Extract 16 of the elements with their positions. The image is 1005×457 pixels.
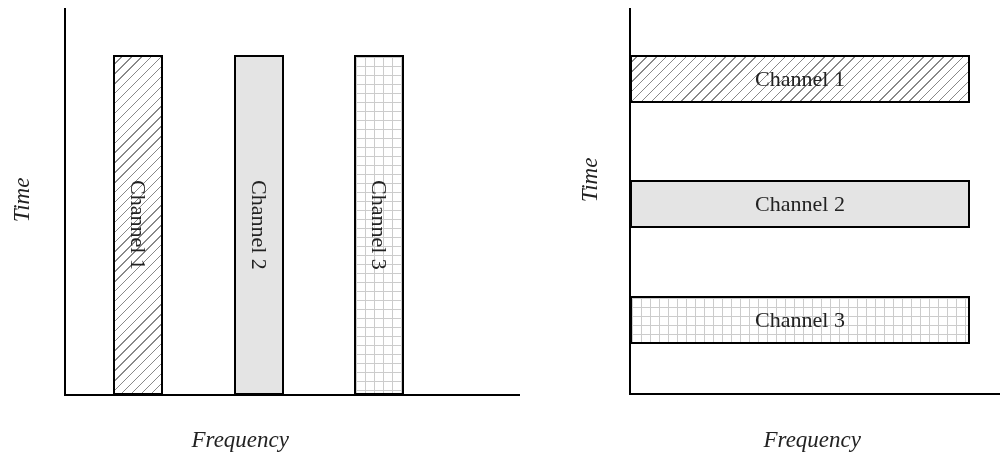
channel-bar — [354, 55, 404, 395]
channel-label: Channel 1 — [755, 66, 845, 92]
axis-title: Frequency — [191, 427, 289, 453]
channel-label: Channel 2 — [755, 191, 845, 217]
channel-label: Channel 1 — [125, 180, 151, 270]
channel-label: Channel 3 — [755, 307, 845, 333]
axis-title: Frequency — [763, 427, 861, 453]
axis-title: Time — [576, 157, 603, 203]
channel-bar — [630, 296, 970, 344]
channel-label: Channel 3 — [366, 180, 392, 270]
channel-bar — [234, 55, 284, 395]
channel-bar — [630, 180, 970, 228]
channel-label: Channel 2 — [246, 180, 272, 270]
channel-bar — [113, 55, 163, 395]
channel-bar — [630, 55, 970, 103]
axis-title: Time — [8, 177, 35, 223]
